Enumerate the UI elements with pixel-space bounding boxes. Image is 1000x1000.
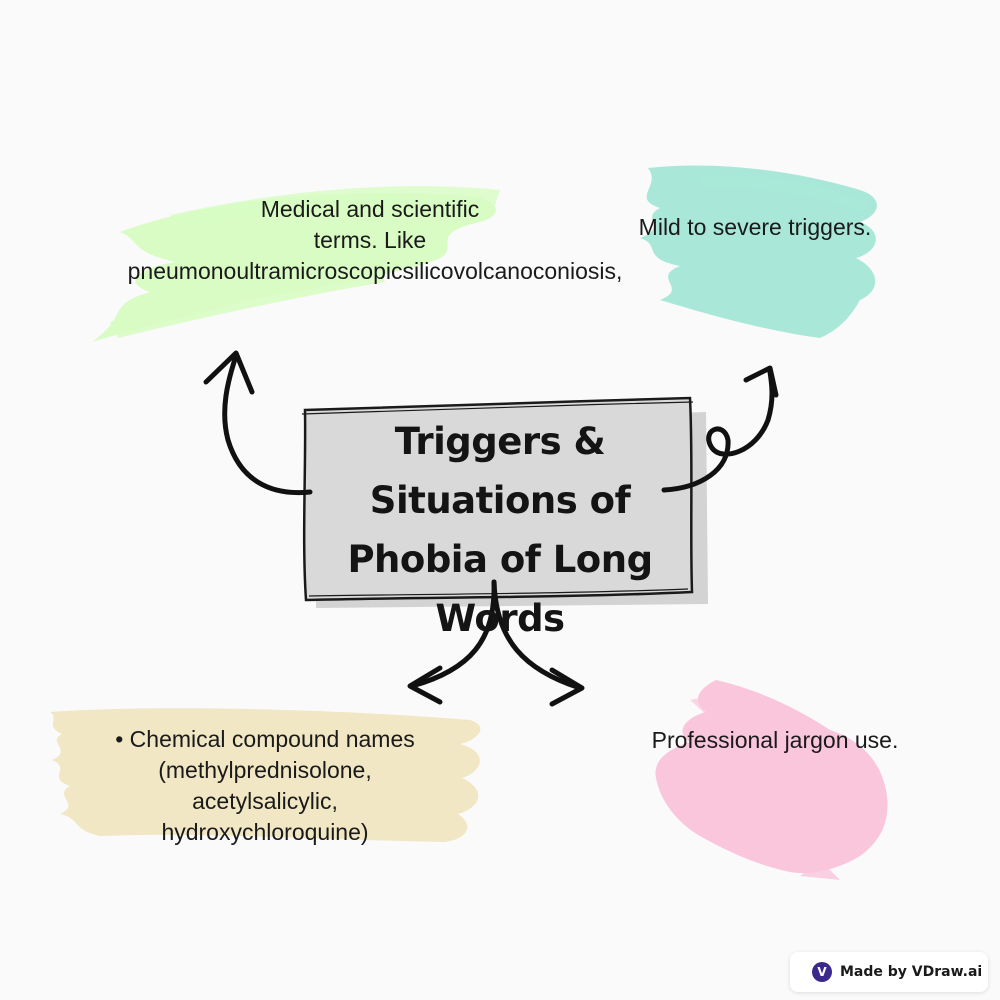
- node-text-line: Professional jargon use.: [651, 727, 899, 753]
- node-text-line: Medical and scientific: [260, 196, 480, 222]
- node-text-line: pneumonoultramicroscopicsilicovolcanocon…: [127, 258, 623, 284]
- center-title: Triggers & Situations of Phobia of Long …: [320, 412, 680, 648]
- center-title-line: Phobia of Long: [347, 538, 653, 581]
- center-title-line: Triggers &: [394, 420, 606, 463]
- badge-text: Made by VDraw.ai: [840, 964, 983, 980]
- node-bottom-right-text: Professional jargon use.: [620, 725, 930, 756]
- bottom-left-brush: [50, 708, 481, 842]
- top-right-brush: [640, 165, 877, 338]
- arrow-top-right-icon: [661, 365, 779, 493]
- made-by-badge[interactable]: V Made by VDraw.ai: [790, 952, 988, 992]
- node-text-line: hydroxychloroquine): [161, 819, 369, 845]
- node-bottom-left-text: • Chemical compound names (methylprednis…: [60, 724, 470, 848]
- arrow-bottom-right-icon: [491, 579, 585, 707]
- top-left-brush: [92, 186, 500, 342]
- center-title-line: Situations of: [369, 479, 631, 522]
- arrow-top-left-icon: [203, 350, 313, 496]
- node-text-line: Mild to severe triggers.: [638, 214, 872, 240]
- node-text-line: • Chemical compound names: [115, 726, 415, 752]
- node-text-line: acetylsalicylic,: [192, 788, 338, 814]
- node-top-right-text: Mild to severe triggers.: [600, 212, 910, 243]
- center-box: [302, 396, 694, 602]
- node-top-left-text: Medical and scientific terms. Like pneum…: [60, 194, 690, 287]
- vdraw-logo-icon: V: [812, 962, 832, 982]
- node-text-line: terms. Like: [313, 227, 427, 253]
- center-title-line: Words: [435, 597, 565, 640]
- node-text-line: (methylprednisolone,: [158, 757, 372, 783]
- bottom-right-brush: [655, 680, 888, 880]
